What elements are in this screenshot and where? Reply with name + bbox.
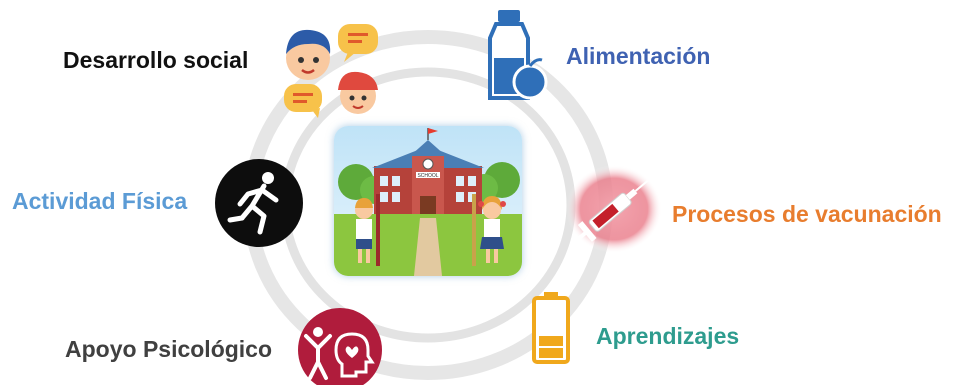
- school-sign: SCHOOL: [417, 173, 438, 179]
- battery-icon: [532, 292, 570, 364]
- psychology-icon: [298, 308, 382, 385]
- syringe-icon: [566, 165, 662, 253]
- label-desarrollo-social: Desarrollo social: [63, 47, 249, 73]
- runner-icon: [215, 159, 303, 247]
- label-procesos-vacunacion: Procesos de vacunación: [672, 201, 942, 227]
- label-alimentacion: Alimentación: [566, 43, 711, 69]
- school-icon: SCHOOL: [334, 126, 522, 276]
- children-chat-icon: [284, 24, 378, 118]
- label-aprendizajes: Aprendizajes: [596, 323, 740, 349]
- label-apoyo-psicologico: Apoyo Psicológico: [65, 336, 273, 362]
- label-actividad-fisica: Actividad Física: [12, 188, 188, 214]
- boy-figure: [355, 194, 380, 266]
- girl-figure: [472, 194, 506, 266]
- milk-apple-icon: [488, 10, 548, 100]
- school-illustration: SCHOOL: [334, 126, 522, 276]
